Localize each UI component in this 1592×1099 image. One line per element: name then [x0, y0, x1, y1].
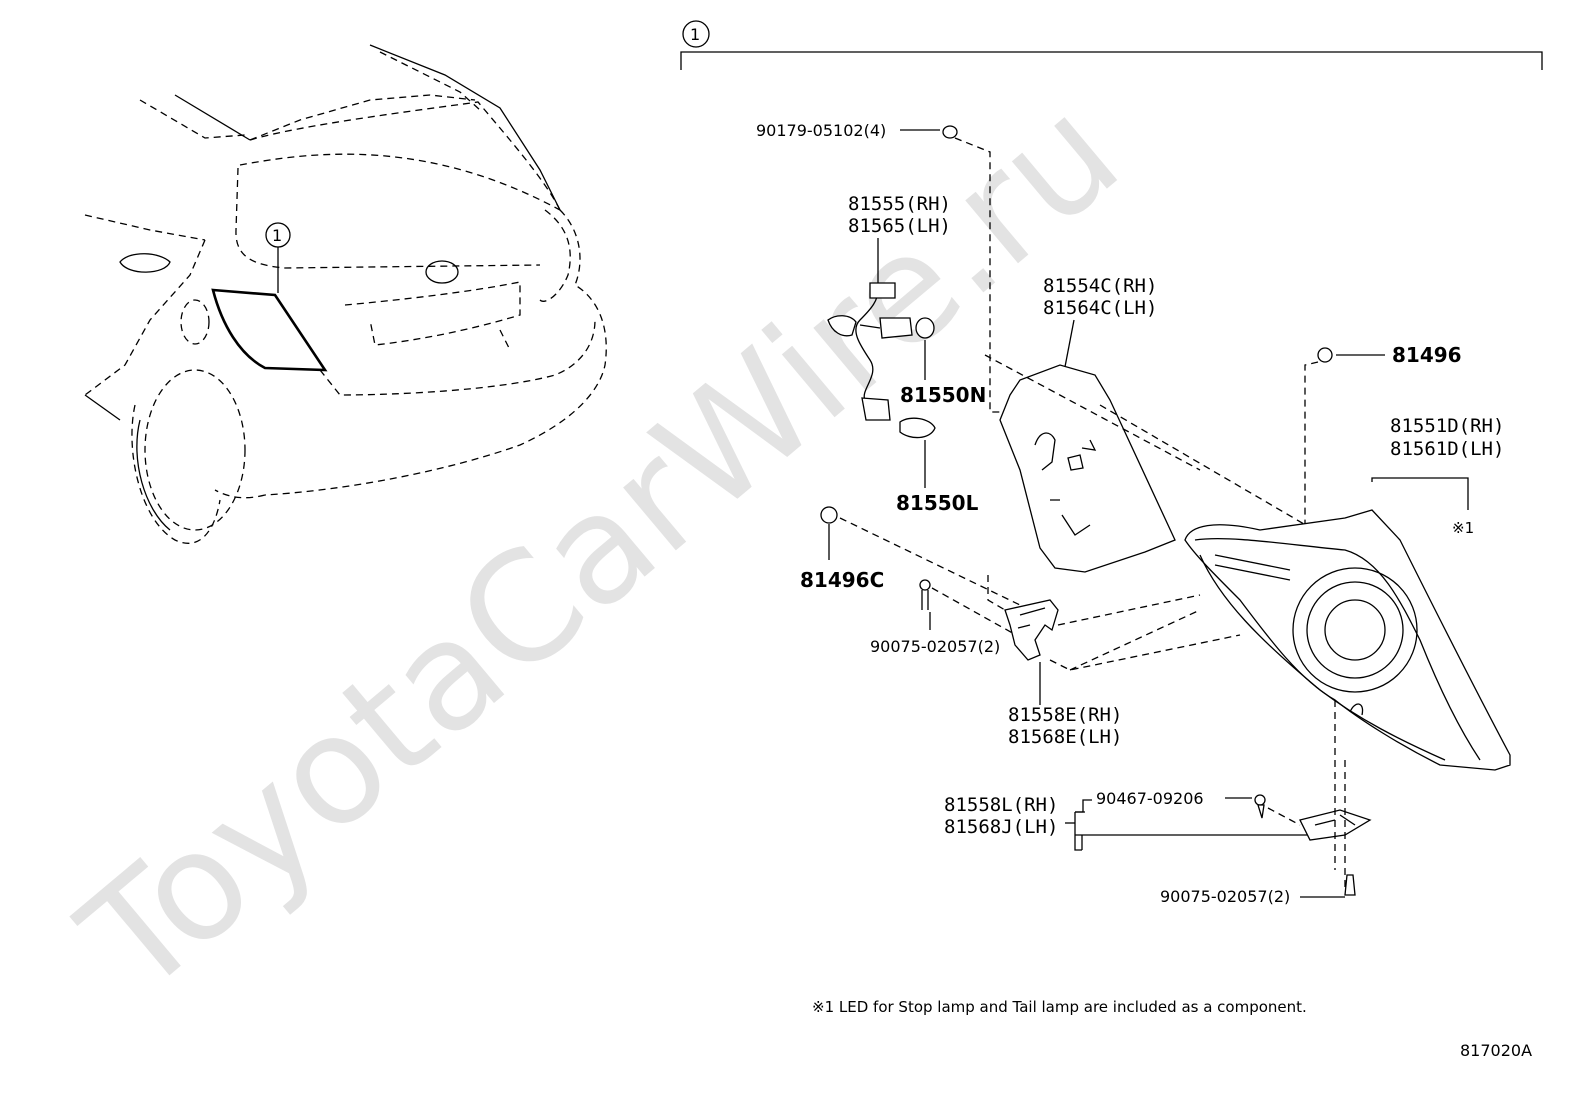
socket-wire: [827, 238, 936, 488]
label-screw-left: 90075-02057(2): [870, 637, 1000, 656]
lamp-cover: [999, 319, 1176, 573]
label-lamp-lh: 81561D(LH): [1390, 438, 1504, 460]
label-clip: 90467-09206: [1096, 789, 1204, 808]
label-cover-rh: 81554C(RH): [1043, 275, 1157, 297]
car-callout-number: 1: [272, 226, 282, 245]
diagram-code: 817020A: [1460, 1041, 1532, 1060]
label-screw-bottom: 90075-02057(2): [1160, 887, 1290, 906]
watermark: ToyotaCarWire.ru: [51, 66, 1151, 1029]
label-screw-clip: 90179-05102(4): [756, 121, 886, 140]
label-bracket-rh: 81558E(RH): [1008, 704, 1122, 726]
lamp-bracket: [1004, 599, 1059, 705]
label-socket-wire-rh: 81555(RH): [848, 193, 951, 215]
label-note-marker: ※1: [1452, 519, 1474, 537]
tail-lamp-assembly: [1184, 477, 1511, 771]
label-bracket-lh: 81568E(LH): [1008, 726, 1122, 748]
screw-90075-left: [919, 579, 931, 630]
label-bulb-n: 81550N: [900, 383, 986, 407]
grommet-81496c: [820, 506, 838, 524]
label-lamp-rh: 81551D(RH): [1390, 415, 1504, 437]
part-labels: 90179-05102(4) 81555(RH) 81565(LH) 81554…: [756, 121, 1504, 906]
car-rear-illustration: 1: [84, 44, 607, 544]
label-retainer-rh: 81558L(RH): [944, 794, 1058, 816]
screw-90179: [942, 125, 958, 139]
exploded-view: [820, 125, 1511, 898]
grommet-81496: [1317, 347, 1333, 363]
footnote: ※1 LED for Stop lamp and Tail lamp are i…: [812, 998, 1307, 1016]
assembly-bracket: 1: [680, 20, 1543, 70]
label-socket-wire-lh: 81565(LH): [848, 215, 951, 237]
assembly-callout-number: 1: [690, 25, 700, 44]
label-cover-lh: 81564C(LH): [1043, 297, 1157, 319]
label-bulb-l: 81550L: [896, 491, 979, 515]
label-retainer-lh: 81568J(LH): [944, 816, 1058, 838]
screw-90075-bottom: [1300, 874, 1356, 898]
label-grommet-top: 81496: [1392, 343, 1462, 367]
label-grommet-c: 81496C: [800, 568, 884, 592]
